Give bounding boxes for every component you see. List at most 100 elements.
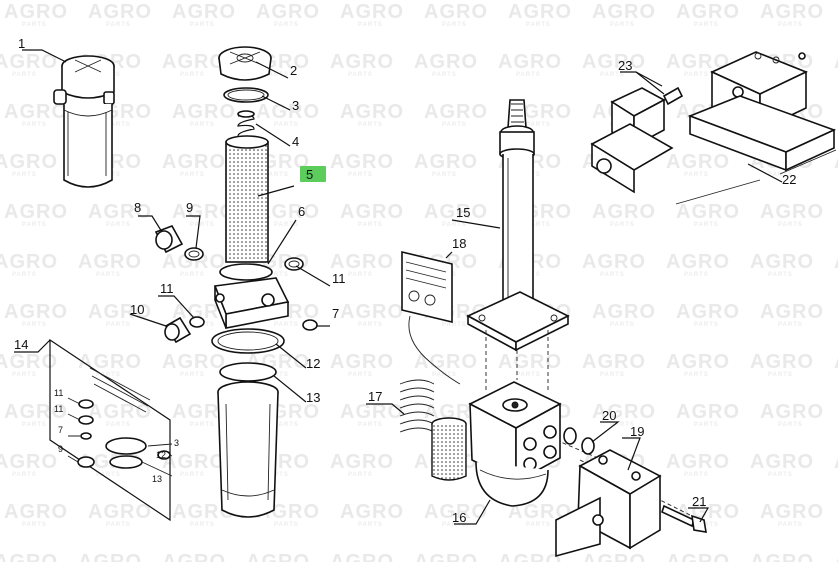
watermark-sub: PARTS — [768, 472, 793, 478]
watermark-sub: PARTS — [348, 172, 373, 178]
callout-23[interactable]: 23 — [618, 58, 632, 73]
kit-label-7: 7 — [58, 425, 63, 435]
watermark-brand: AGRO — [414, 51, 478, 73]
watermark-brand: AGRO — [750, 451, 814, 473]
callout-18[interactable]: 18 — [452, 236, 466, 251]
watermark-brand: AGRO — [750, 251, 814, 273]
bolt-part-21 — [661, 504, 707, 533]
bracket-part-19 — [555, 449, 662, 558]
callout-10[interactable]: 10 — [130, 302, 144, 317]
watermark-brand: AGRO — [172, 101, 236, 123]
watermark-sub: PARTS — [180, 372, 205, 378]
watermark-sub: PARTS — [516, 72, 541, 78]
callout-11-left[interactable]: 11 — [160, 281, 174, 296]
watermark-sub: PARTS — [106, 522, 131, 528]
watermark-sub: PARTS — [190, 22, 215, 28]
watermark-brand: AGRO — [424, 501, 488, 523]
watermark-brand: AGRO — [88, 401, 152, 423]
callout-15[interactable]: 15 — [456, 205, 470, 220]
watermark-brand: AGRO — [4, 101, 68, 123]
watermark-brand: AGRO — [582, 251, 646, 273]
watermark-sub: PARTS — [600, 372, 625, 378]
watermark-brand: AGRO — [582, 351, 646, 373]
watermark-brand: AGRO — [834, 551, 838, 562]
callout-14[interactable]: 14 — [14, 337, 28, 352]
watermark-sub: PARTS — [684, 172, 709, 178]
watermark-sub: PARTS — [432, 372, 457, 378]
callout-9[interactable]: 9 — [186, 200, 193, 215]
highlight-part-5 — [300, 166, 326, 182]
callout-3[interactable]: 3 — [292, 98, 299, 113]
filter-element-part-5 — [225, 135, 269, 263]
watermark-brand: AGRO — [424, 101, 488, 123]
callout-13[interactable]: 13 — [306, 390, 320, 405]
watermark-brand: AGRO — [340, 101, 404, 123]
callout-2[interactable]: 2 — [290, 63, 297, 78]
watermark-brand: AGRO — [834, 451, 838, 473]
watermark-sub: PARTS — [526, 122, 551, 128]
callout-4[interactable]: 4 — [292, 134, 299, 149]
watermark-brand: AGRO — [0, 151, 58, 173]
watermark-brand: AGRO — [88, 201, 152, 223]
watermark-sub: PARTS — [22, 222, 47, 228]
watermark-brand: AGRO — [340, 501, 404, 523]
watermark-sub: PARTS — [106, 322, 131, 328]
watermark-sub: PARTS — [442, 122, 467, 128]
watermark-sub: PARTS — [12, 172, 37, 178]
callout-1[interactable]: 1 — [18, 36, 25, 51]
watermark-brand: AGRO — [750, 551, 814, 562]
callout-20[interactable]: 20 — [602, 408, 616, 423]
watermark-brand: AGRO — [414, 351, 478, 373]
callout-5[interactable]: 5 — [306, 167, 313, 182]
watermark-sub: PARTS — [684, 372, 709, 378]
steering-unit-part-16 — [468, 381, 562, 507]
watermark-sub: PARTS — [264, 72, 289, 78]
watermark-brand: AGRO — [162, 451, 226, 473]
callout-17[interactable]: 17 — [368, 389, 382, 404]
watermark-brand: AGRO — [330, 351, 394, 373]
watermark-brand: AGRO — [592, 301, 656, 323]
watermark-sub: PARTS — [778, 322, 803, 328]
watermark-sub: PARTS — [358, 422, 383, 428]
watermark-sub: PARTS — [526, 22, 551, 28]
watermark-brand: AGRO — [78, 351, 142, 373]
watermark-brand: AGRO — [88, 301, 152, 323]
watermark-brand: AGRO — [172, 501, 236, 523]
watermark-sub: PARTS — [358, 522, 383, 528]
watermark-brand: AGRO — [414, 151, 478, 173]
cap-part-2 — [218, 46, 272, 81]
solenoid-part-23 — [590, 86, 684, 194]
watermark-sub: PARTS — [684, 72, 709, 78]
callout-11-right[interactable]: 11 — [332, 271, 346, 286]
kit-label-3: 3 — [174, 438, 179, 448]
fitting-part-8 — [154, 225, 184, 254]
watermark-brand: AGRO — [424, 201, 488, 223]
watermark-brand: AGRO — [666, 451, 730, 473]
watermark-brand: AGRO — [256, 201, 320, 223]
watermark-brand: AGRO — [4, 301, 68, 323]
callout-6[interactable]: 6 — [298, 204, 305, 219]
watermark-sub: PARTS — [768, 272, 793, 278]
callout-21[interactable]: 21 — [692, 494, 706, 509]
callout-12[interactable]: 12 — [306, 356, 320, 371]
callout-16[interactable]: 16 — [452, 510, 466, 525]
watermark-brand: AGRO — [162, 51, 226, 73]
watermark-sub: PARTS — [516, 372, 541, 378]
watermark-sub: PARTS — [526, 222, 551, 228]
watermark-brand: AGRO — [760, 201, 824, 223]
callout-19[interactable]: 19 — [630, 424, 644, 439]
watermark-brand: AGRO — [750, 351, 814, 373]
watermark-sub: PARTS — [190, 522, 215, 528]
watermark-brand: AGRO — [592, 201, 656, 223]
callout-22[interactable]: 22 — [782, 172, 796, 187]
watermark-brand: AGRO — [162, 551, 226, 562]
watermark-brand: AGRO — [330, 51, 394, 73]
watermark-sub: PARTS — [22, 522, 47, 528]
watermark-brand: AGRO — [4, 401, 68, 423]
callout-8[interactable]: 8 — [134, 200, 141, 215]
watermark-brand: AGRO — [256, 1, 320, 23]
callout-7[interactable]: 7 — [332, 306, 339, 321]
watermark-sub: PARTS — [694, 22, 719, 28]
